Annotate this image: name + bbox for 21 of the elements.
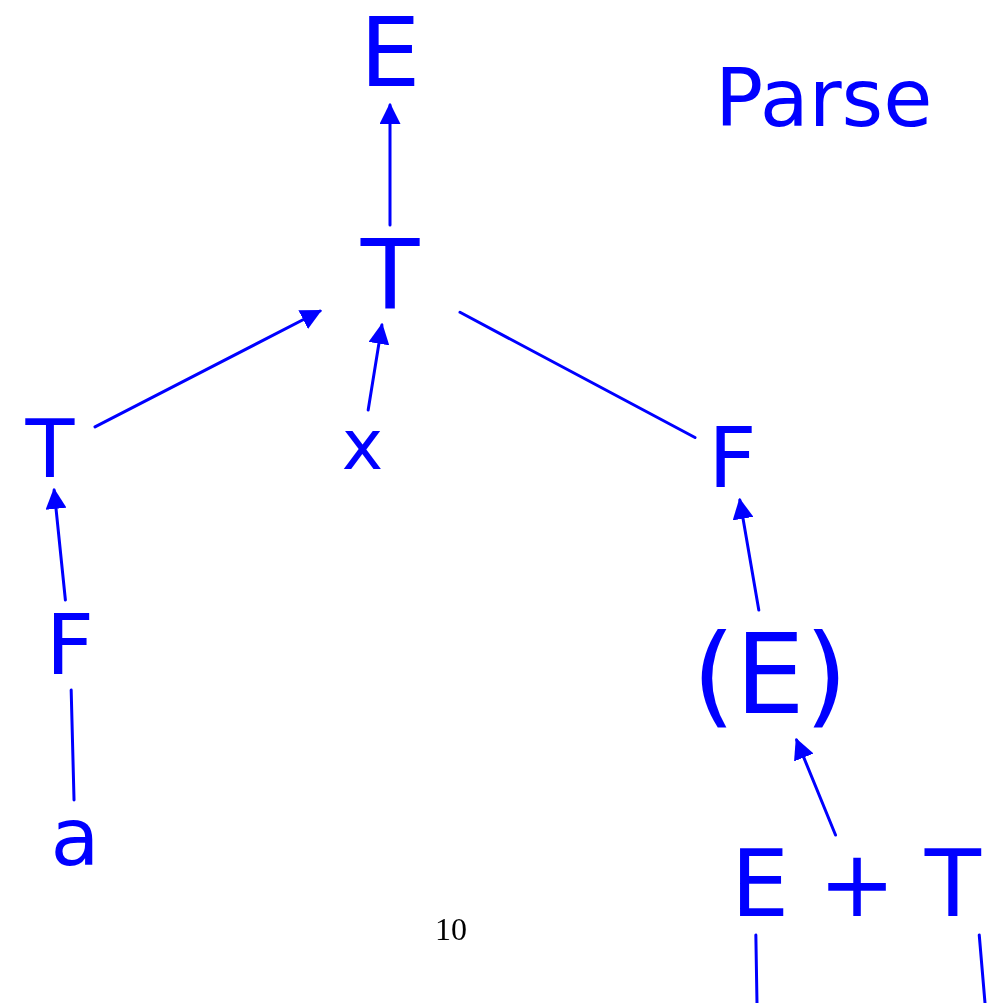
tree-line: [754, 933, 759, 1003]
grammar-symbol: E: [340, 0, 440, 105]
tree-line: [977, 933, 987, 1003]
arrow: [794, 738, 837, 837]
grammar-symbol: F: [695, 415, 770, 500]
tree-line: [458, 310, 697, 439]
tree-line: [69, 688, 76, 802]
grammar-symbol: E + T: [710, 835, 1002, 935]
arrow: [379, 102, 401, 227]
arrow: [366, 322, 390, 412]
grammar-symbol: x: [335, 410, 390, 480]
grammar-symbol: F: [40, 600, 100, 690]
arrow: [732, 497, 761, 612]
arrow: [93, 309, 322, 429]
grammar-symbol: T: [320, 225, 460, 325]
grammar-symbol: (E): [660, 610, 880, 740]
arrow: [45, 487, 67, 602]
heading-text: Parse: [715, 55, 933, 143]
grammar-symbol: a: [25, 800, 125, 875]
page-number: 10: [435, 912, 467, 948]
grammar-symbol: T: [5, 410, 95, 490]
